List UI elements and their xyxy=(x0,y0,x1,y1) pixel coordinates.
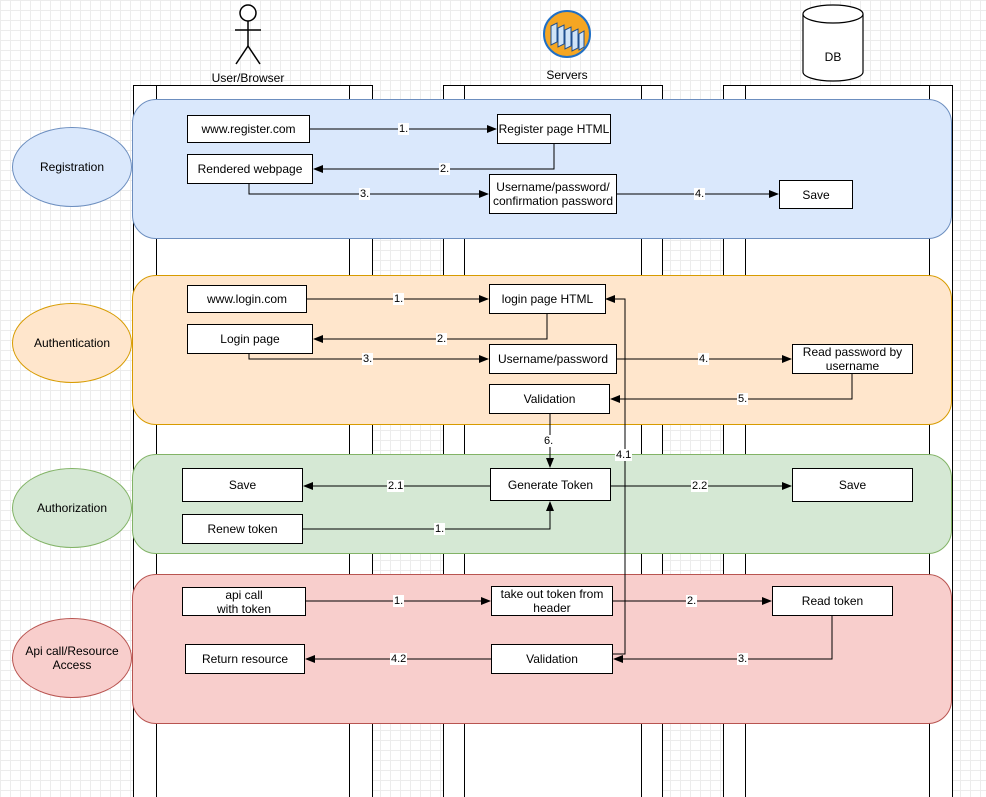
servers-lifeline-inner-right xyxy=(641,85,642,797)
edge-label-auth-5: 5. xyxy=(737,393,749,405)
arrow-reg-2 xyxy=(313,144,555,173)
edge-label-reg-4: 4. xyxy=(694,188,706,200)
edge-label-auth-2: 2. xyxy=(436,333,448,345)
authentication-ellipse: Authentication xyxy=(12,303,132,383)
edge-label-api-2: 2. xyxy=(686,595,698,607)
edge-label-api-3: 3. xyxy=(737,653,749,665)
reg-page-html-box: Register page HTML xyxy=(497,114,611,144)
api-read-token-box: Read token xyxy=(772,586,893,616)
arrow-api-3 xyxy=(613,616,833,663)
reg-rendered-box: Rendered webpage xyxy=(187,154,313,184)
authz-renew-box: Renew token xyxy=(182,514,303,544)
edge-label-auth-6: 6. xyxy=(543,435,555,447)
servers-lifeline-inner-left xyxy=(464,85,465,797)
api-validation-box: Validation xyxy=(491,644,613,674)
authorization-ellipse: Authorization xyxy=(12,468,132,548)
edge-label-authz-1: 1. xyxy=(434,523,446,535)
servers-icon xyxy=(543,10,591,58)
auth-credentials-box: Username/password xyxy=(489,344,617,374)
user-header: User/Browser xyxy=(211,71,285,85)
authz-generate-token-box: Generate Token xyxy=(490,468,611,501)
auth-read-box: Read password by username xyxy=(792,344,913,374)
authz-save-right-box: Save xyxy=(792,468,913,502)
user-lifeline-inner-left xyxy=(156,85,157,797)
edge-label-auth-3: 3. xyxy=(362,353,374,365)
auth-login-page-box: Login page xyxy=(187,324,313,354)
api-ellipse: Api call/Resource Access xyxy=(12,618,132,698)
reg-url-box: www.register.com xyxy=(187,115,310,143)
api-call-box: api call with token xyxy=(182,587,306,616)
edge-label-authz-22: 2.2 xyxy=(691,480,709,492)
db-lifeline-inner-right xyxy=(929,85,930,797)
edge-label-reg-3: 3. xyxy=(359,188,371,200)
arrow-authz-1 xyxy=(303,501,554,530)
arrow-auth-5 xyxy=(610,374,853,403)
api-take-token-box: take out token from header xyxy=(491,586,613,616)
api-return-resource-box: Return resource xyxy=(185,644,305,674)
edge-label-api-41: 4.1 xyxy=(615,449,633,461)
auth-validation-box: Validation xyxy=(489,384,610,414)
edge-label-reg-2: 2. xyxy=(439,163,451,175)
user-lifeline-inner-right xyxy=(349,85,350,797)
database-icon xyxy=(802,4,864,82)
reg-credentials-box: Username/password/ confirmation password xyxy=(489,174,617,214)
auth-page-html-box: login page HTML xyxy=(489,284,606,314)
user-actor-icon xyxy=(235,4,261,65)
registration-ellipse: Registration xyxy=(12,127,132,207)
auth-url-box: www.login.com xyxy=(187,285,307,313)
arrow-reg-3 xyxy=(248,184,489,198)
authz-save-left-box: Save xyxy=(182,468,303,502)
arrow-auth-3 xyxy=(248,354,489,363)
edge-label-api-1: 1. xyxy=(393,595,405,607)
edge-label-reg-1: 1. xyxy=(398,123,410,135)
edge-label-authz-21: 2.1 xyxy=(387,480,405,492)
edge-label-auth-4: 4. xyxy=(698,353,710,365)
db-lifeline-inner-left xyxy=(745,85,746,797)
reg-save-box: Save xyxy=(779,180,853,209)
edge-label-auth-1: 1. xyxy=(393,293,405,305)
db-header: DB xyxy=(824,50,842,64)
servers-header: Servers xyxy=(546,68,588,82)
arrow-auth-2 xyxy=(313,314,548,343)
arrow-api-41 xyxy=(605,295,626,655)
edge-label-api-42: 4.2 xyxy=(390,653,408,665)
